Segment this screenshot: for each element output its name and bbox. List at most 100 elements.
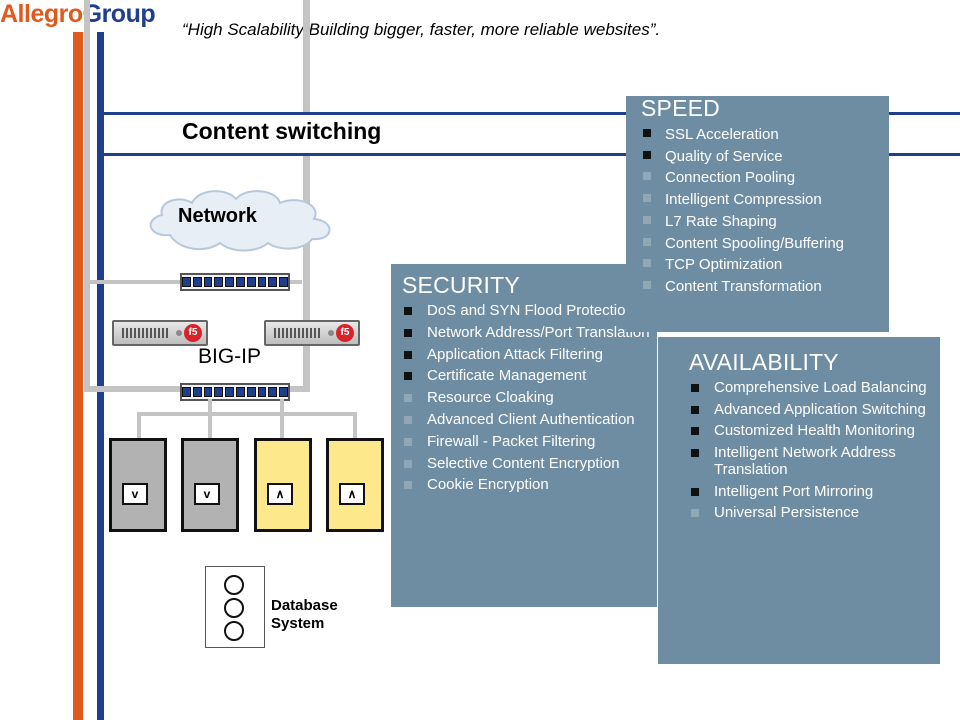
bullet-icon [643, 215, 651, 224]
list-item-text: Intelligent Compression [665, 191, 822, 209]
f5-badge: f5 [184, 324, 202, 342]
bullet-icon [404, 459, 412, 468]
list-item-text: Advanced Client Authentication [427, 410, 635, 428]
bullet-icon [404, 350, 412, 359]
logo-part-group: Group [82, 0, 156, 28]
list-item-text: TCP Optimization [665, 256, 783, 274]
list-item-text: Comprehensive Load Balancing [714, 379, 927, 396]
list-item-text: Quality of Service [665, 147, 783, 165]
list-item: Certificate Management [402, 367, 657, 385]
list-item: Quality of Service [641, 146, 889, 168]
list-item: Universal Persistence [689, 504, 940, 522]
server-gray-icon: v [181, 438, 239, 532]
bullet-icon [643, 259, 651, 268]
list-item-text: Connection Pooling [665, 169, 796, 187]
top-switch-icon [180, 273, 290, 291]
frame-line-right [303, 0, 310, 392]
frame-line-left [84, 0, 90, 392]
database-label: Database System [271, 597, 338, 632]
list-item: Customized Health Monitoring [689, 422, 940, 440]
list-item-text: Selective Content Encryption [427, 454, 620, 472]
connector-line [353, 412, 357, 440]
accent-bar-blue [97, 32, 104, 720]
tagline: “High Scalability Building bigger, faste… [182, 20, 661, 39]
list-item: Advanced Client Authentication [402, 411, 657, 429]
logo-part-allegro: Allegro [0, 0, 83, 28]
list-item-text: Certificate Management [427, 367, 587, 385]
bullet-icon [691, 448, 699, 457]
server-gray-icon: v [109, 438, 167, 532]
bullet-icon [404, 328, 412, 337]
list-item-text: Application Attack Filtering [427, 345, 603, 363]
security-title: SECURITY [402, 272, 520, 298]
list-item: Cookie Encryption [402, 476, 657, 494]
list-item-text: SSL Acceleration [665, 126, 779, 143]
slide-title: Content switching [182, 118, 382, 144]
cloud-label: Network [178, 205, 257, 227]
accent-bar-orange [73, 32, 83, 720]
list-item: SSL Acceleration [641, 124, 889, 146]
bullet-icon [691, 509, 699, 517]
bullet-icon [643, 129, 651, 137]
list-item-text: Advanced Application Switching [714, 400, 926, 418]
list-item-text: L7 Rate Shaping [665, 212, 777, 230]
list-item: Content Transformation [641, 276, 889, 298]
list-item: Selective Content Encryption [402, 455, 657, 473]
list-item: Intelligent Compression [641, 189, 889, 211]
database-icon [205, 566, 265, 648]
bullet-icon [691, 487, 699, 496]
allegro-group-logo: AllegroGroup [0, 0, 156, 32]
list-item: DoS and SYN Flood Protection [402, 302, 657, 320]
list-item-text: Network Address/Port Translation [427, 323, 650, 341]
list-item-text: DoS and SYN Flood Protection [427, 302, 634, 319]
bullet-icon [643, 172, 651, 181]
bullet-icon [643, 280, 651, 289]
f5-badge: f5 [336, 324, 354, 342]
list-item: Network Address/Port Translation [402, 324, 657, 342]
list-item-text: Resource Cloaking [427, 389, 554, 407]
bullet-icon [404, 394, 412, 403]
list-item: L7 Rate Shaping [641, 211, 889, 233]
server-bus-line [137, 412, 357, 416]
list-item: Comprehensive Load Balancing [689, 379, 940, 397]
list-item-text: Content Spooling/Buffering [665, 234, 845, 252]
list-item-text: Firewall - Packet Filtering [427, 432, 596, 450]
network-cloud-icon [149, 190, 331, 252]
list-item: TCP Optimization [641, 254, 889, 276]
bigip-unit-left-icon: f5 [112, 320, 208, 346]
list-item: Intelligent Network Address Translation [689, 444, 940, 479]
list-item-text: Universal Persistence [714, 504, 860, 521]
bullet-icon [404, 372, 412, 381]
list-item-text: Cookie Encryption [427, 476, 549, 494]
list-item: Connection Pooling [641, 167, 889, 189]
list-item-text: Intelligent Network Address Translation [714, 443, 896, 479]
bullet-icon [404, 415, 412, 424]
list-item: Firewall - Packet Filtering [402, 433, 657, 451]
bullet-icon [404, 481, 412, 490]
bullet-icon [691, 405, 699, 414]
list-item: Intelligent Port Mirroring [689, 483, 940, 501]
bullet-icon [691, 384, 699, 392]
bullet-icon [691, 427, 699, 435]
connector-line [137, 412, 141, 440]
availability-panel: AVAILABILITY Comprehensive Load Balancin… [658, 337, 940, 664]
list-item: Application Attack Filtering [402, 346, 657, 364]
speed-title: SPEED [641, 95, 720, 121]
bullet-icon [643, 194, 651, 203]
bullet-icon [404, 437, 412, 446]
bullet-icon [643, 237, 651, 246]
bullet-icon [643, 150, 651, 159]
availability-title: AVAILABILITY [689, 349, 839, 375]
list-item: Advanced Application Switching [689, 401, 940, 419]
connector-line [280, 399, 284, 440]
list-item: Resource Cloaking [402, 389, 657, 407]
bottom-switch-icon [180, 383, 290, 401]
bigip-unit-right-icon: f5 [264, 320, 360, 346]
bigip-label: BIG-IP [198, 345, 262, 368]
list-item-text: Content Transformation [665, 277, 822, 295]
list-item-text: Customized Health Monitoring [714, 422, 915, 439]
list-item-text: Intelligent Port Mirroring [714, 482, 874, 500]
